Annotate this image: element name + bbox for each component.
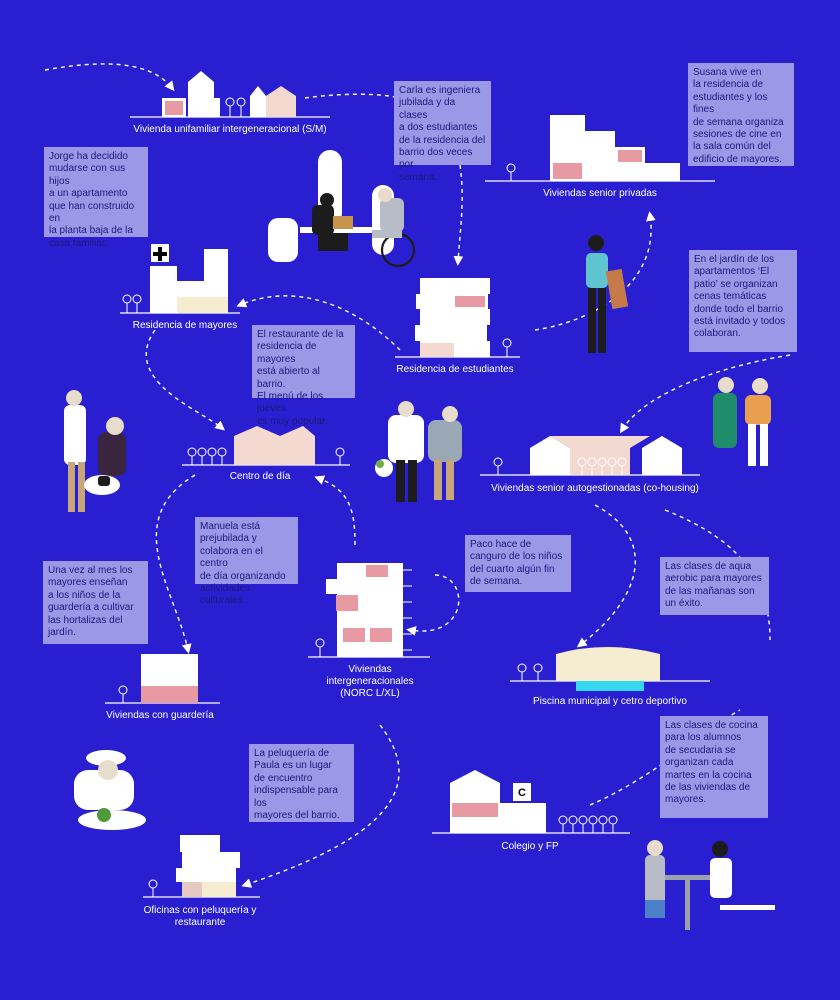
label-residencia-mayores: Residencia de mayores xyxy=(132,320,238,331)
label-cohousing: Viviendas senior autogestionadas (co-hou… xyxy=(491,483,699,494)
note-carla: Carla es ingeniera jubilada y da clases … xyxy=(394,81,491,183)
elderly-child-gardening-illustration xyxy=(74,750,146,830)
note-cocina: Las clases de cocina para los alumnos de… xyxy=(660,716,768,818)
elderly-couple-illustration xyxy=(375,401,462,502)
note-mayores-huerto: Una vez al mes los mayores enseñan a los… xyxy=(43,561,148,644)
building-colegio xyxy=(432,770,630,834)
cooking-people-illustration xyxy=(645,840,775,930)
label-piscina: Piscina municipal y cetro deportivo xyxy=(533,696,687,707)
building-piscina xyxy=(510,647,710,691)
building-guarderia xyxy=(105,654,220,704)
building-norc xyxy=(308,563,430,658)
building-oficinas xyxy=(143,835,260,898)
building-viviendas-senior-privadas xyxy=(485,115,715,182)
label-viviendas-senior-privadas: Viviendas senior privadas xyxy=(543,188,657,199)
note-jorge: Jorge ha decidido mudarse con sus hijos … xyxy=(44,147,148,249)
building-residencia-estudiantes xyxy=(395,278,520,358)
building-residencia-mayores xyxy=(120,244,240,314)
note-aqua: Las clases de aqua aerobic para mayores … xyxy=(660,557,769,615)
woman-board-illustration xyxy=(586,235,629,353)
connection-paths xyxy=(44,63,791,888)
building-centro-dia xyxy=(182,426,350,466)
label-norc: Viviendas intergeneracionales (NORC L/XL… xyxy=(326,664,414,699)
label-centro-dia: Centro de día xyxy=(229,471,291,482)
note-manuela: Manuela está prejubilada y colabora en e… xyxy=(195,517,298,606)
building-cohousing xyxy=(480,436,700,476)
elderly-dog-illustration xyxy=(64,390,126,512)
label-colegio: Colegio y FP xyxy=(501,841,559,852)
note-patio: En el jardín de los apartamentos ‘El pat… xyxy=(689,250,797,352)
note-peluqueria: La peluquería de Paula es un lugar de en… xyxy=(249,744,354,822)
label-guarderia: Viviendas con guardería xyxy=(106,710,214,721)
note-paco: Paco hace de canguro de los niños del cu… xyxy=(465,535,571,592)
people-table-illustration xyxy=(268,150,416,268)
note-susana: Susana vive en la residencia de estudian… xyxy=(688,63,794,166)
dancing-elderly-illustration xyxy=(713,377,771,466)
note-restaurante: El restaurante de la residencia de mayor… xyxy=(252,325,355,427)
label-residencia-estudiantes: Residencia de estudiantes xyxy=(396,364,514,375)
label-oficinas: Oficinas con peluquería y restaurante xyxy=(143,905,257,928)
school-letter-icon: C xyxy=(518,787,526,799)
label-vivienda-unifamiliar: Vivienda unifamiliar intergeneracional (… xyxy=(133,124,327,135)
building-vivienda-unifamiliar xyxy=(130,71,330,118)
